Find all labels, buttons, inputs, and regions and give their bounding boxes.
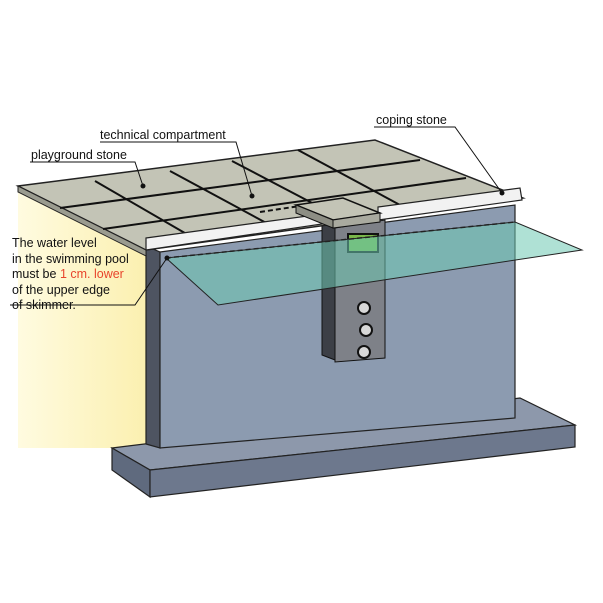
leader-lines <box>10 126 503 306</box>
note-highlight: 1 cm. lower <box>59 267 124 281</box>
note-line: of the upper edge <box>12 282 110 297</box>
foundation-front-long <box>149 424 576 498</box>
label-technical-compartment: technical compartment <box>100 128 226 142</box>
note-line: of skimmer. <box>12 298 76 312</box>
note-line: in the swimming pool <box>12 251 129 266</box>
skimmer-lid-front <box>332 212 381 229</box>
compartment-outline <box>259 205 301 213</box>
water-level-line <box>165 221 516 259</box>
note-text: must be <box>12 267 60 281</box>
ground-area <box>18 192 146 448</box>
wall-side <box>145 245 161 449</box>
water-level-note: The water level in the swimming pool mus… <box>12 236 129 314</box>
leader-dots <box>140 183 505 261</box>
label-coping-stone: coping stone <box>376 113 447 127</box>
skimmer-fittings <box>357 301 373 359</box>
note-line: The water level <box>12 236 97 250</box>
stone-joints <box>59 149 467 237</box>
label-playground-stone: playground stone <box>31 148 127 162</box>
note-line: must be 1 cm. lower <box>12 267 129 283</box>
